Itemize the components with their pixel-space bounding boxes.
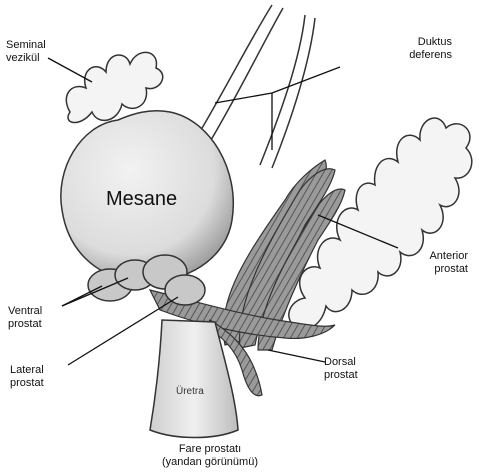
label-seminal-vesicle: Seminal vezikül — [6, 39, 46, 65]
caption-line2: (yandan görünümü) — [150, 456, 270, 469]
label-seminal-line2: vezikül — [6, 52, 46, 65]
label-dorsal-line1: Dorsal — [324, 356, 358, 369]
label-urethra: Üretra — [176, 386, 204, 397]
label-lateral-line1: Lateral — [10, 364, 44, 377]
label-ductus-deferens: Duktus deferens — [380, 36, 452, 62]
label-anterior-line1: Anterior — [394, 250, 468, 263]
label-ventral-line2: prostat — [8, 318, 42, 331]
figure-caption: Fare prostatı (yandan görünümü) — [150, 443, 270, 469]
label-anterior-prostate: Anterior prostat — [394, 250, 468, 276]
label-lateral-line2: prostat — [10, 377, 44, 390]
label-seminal-line1: Seminal — [6, 39, 46, 52]
caption-line1: Fare prostatı — [150, 443, 270, 456]
label-ventral-line1: Ventral — [8, 305, 42, 318]
label-bladder: Mesane — [106, 188, 177, 211]
label-ventral-prostate: Ventral prostat — [8, 305, 42, 331]
label-dorsal-prostate: Dorsal prostat — [324, 356, 358, 382]
label-anterior-line2: prostat — [394, 263, 468, 276]
label-dorsal-line2: prostat — [324, 369, 358, 382]
label-lateral-prostate: Lateral prostat — [10, 364, 44, 390]
label-duktus-line1: Duktus — [380, 36, 452, 49]
label-duktus-line2: deferens — [380, 49, 452, 62]
